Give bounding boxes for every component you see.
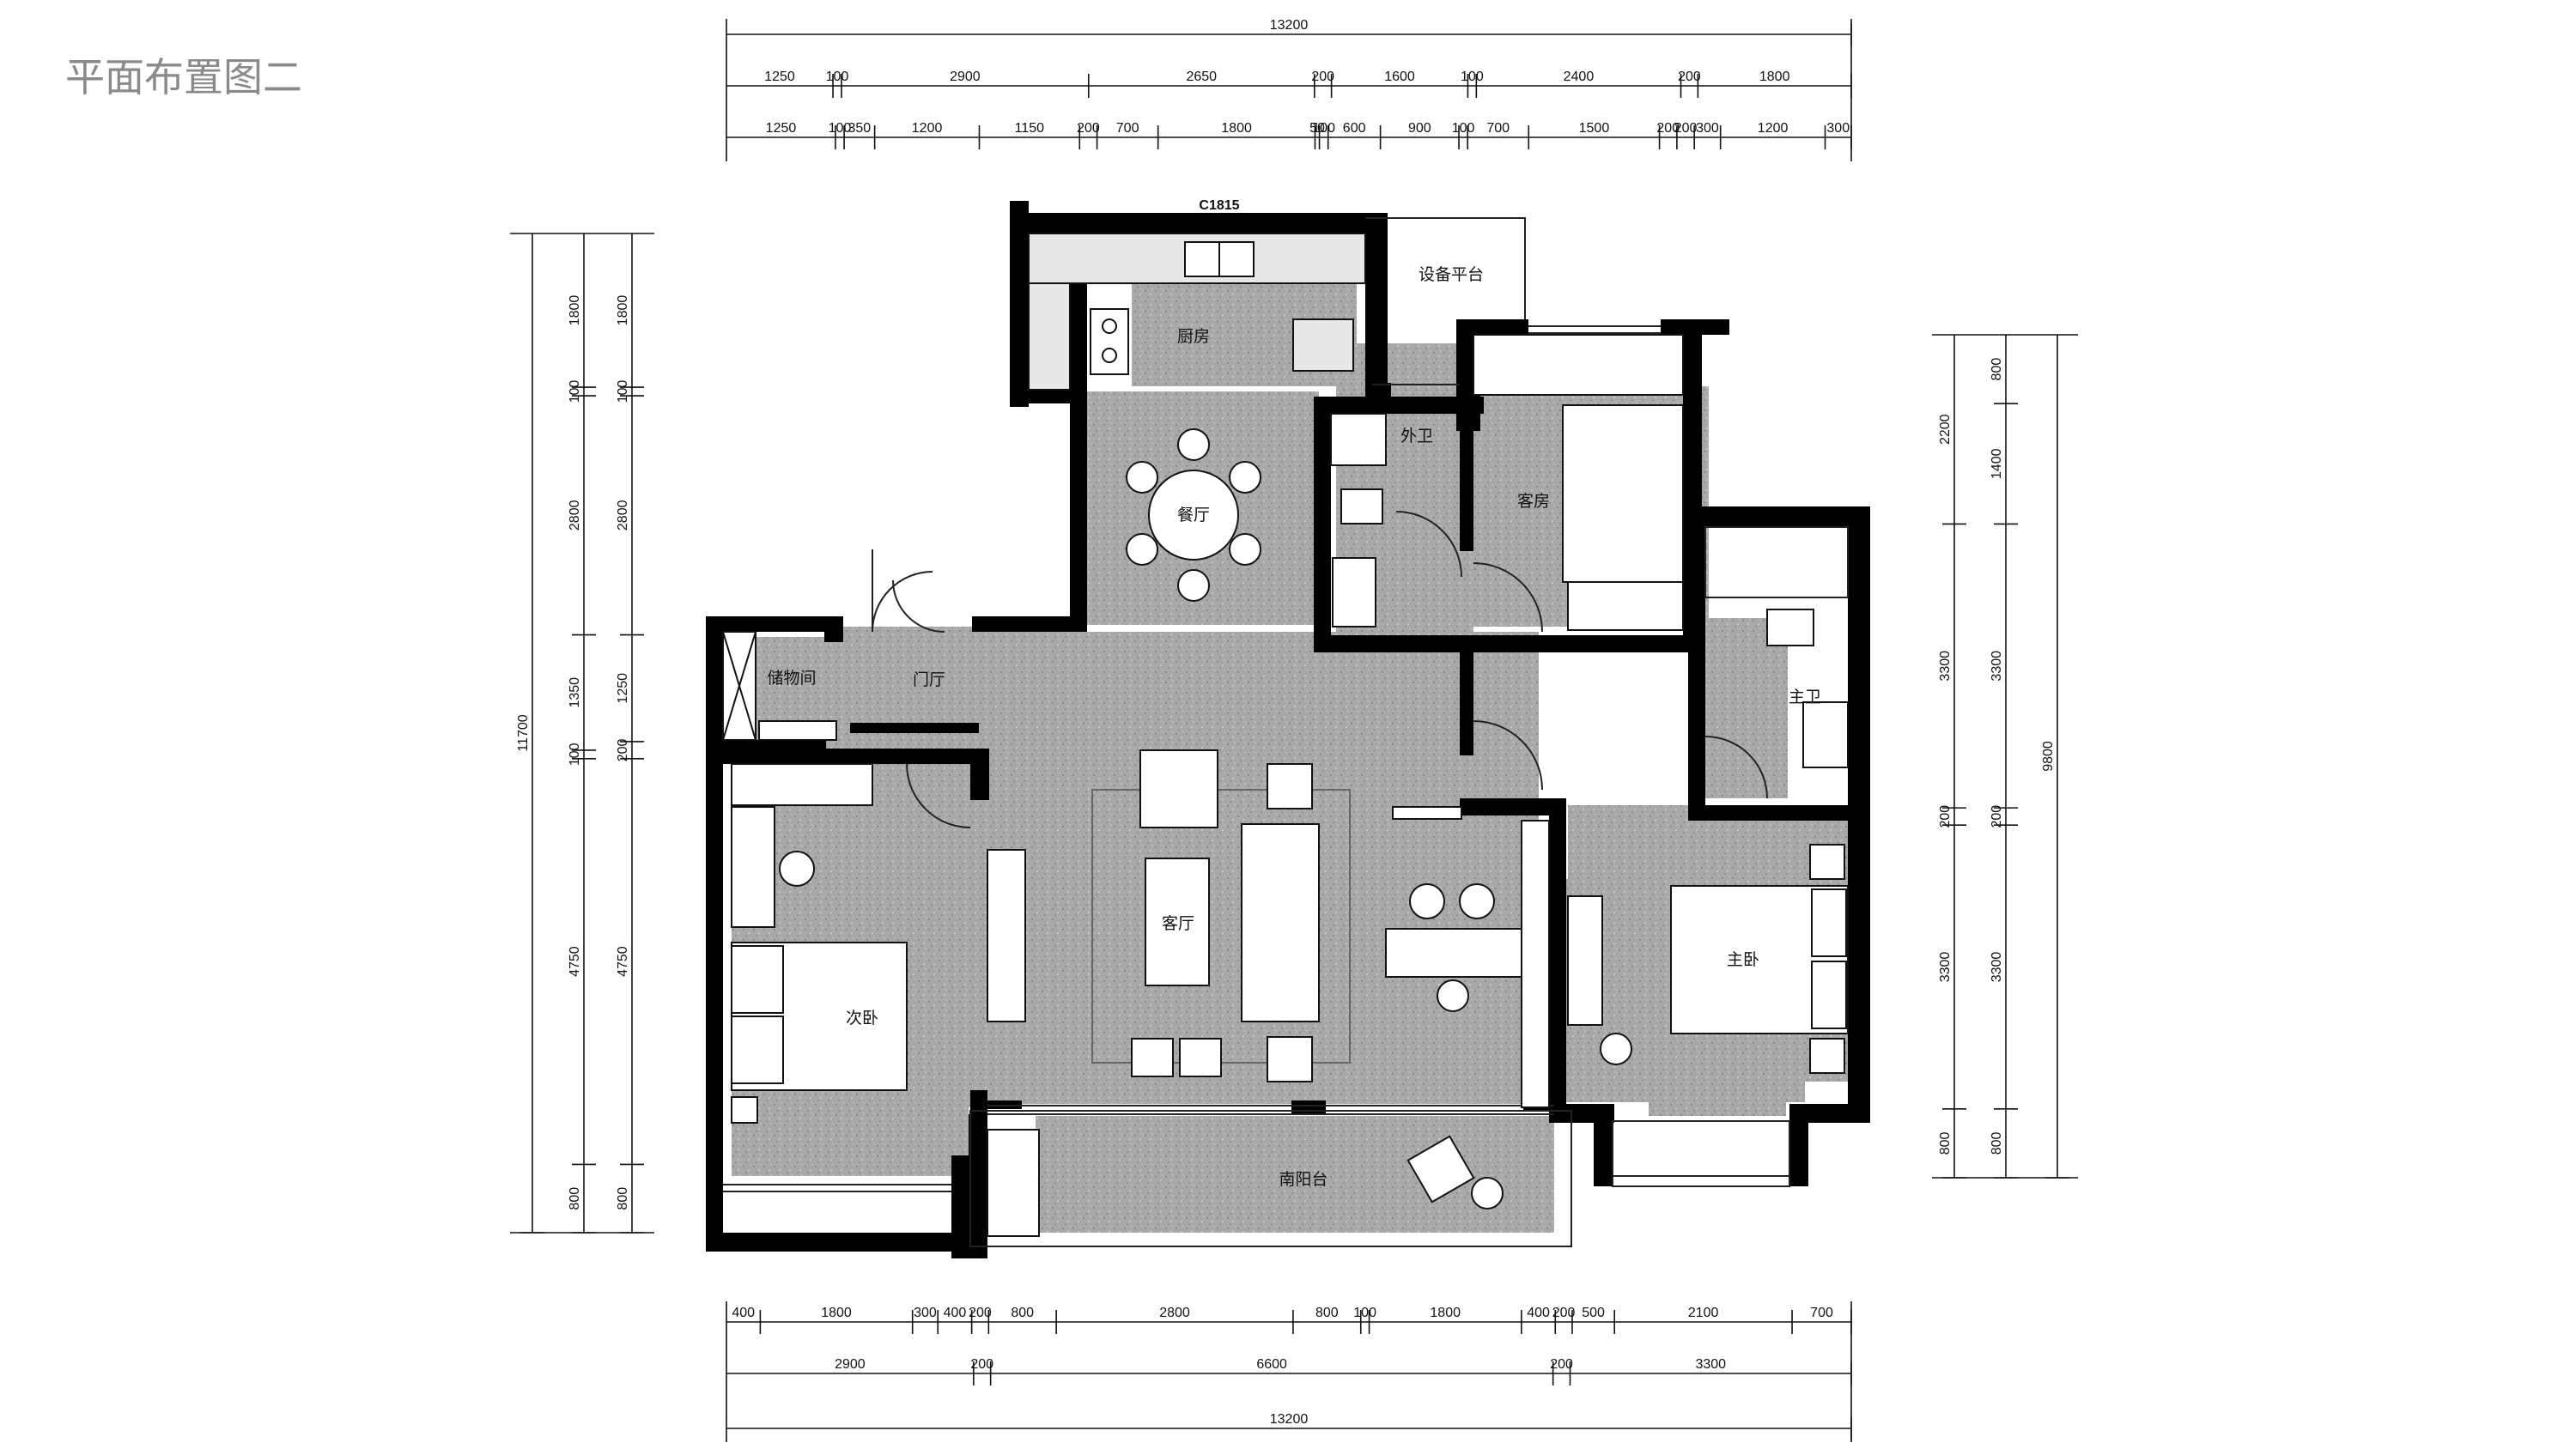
room-label-storage: 储物间 [767,669,816,688]
left-total-dim-label: 11700 [516,714,531,751]
top-dim-row2-label: 600 [1343,121,1366,136]
bottom-dim-row1-label: 1800 [1430,1306,1461,1320]
right-dim-col2-label: 3300 [1990,952,2004,983]
top-dim-row2-label: 700 [1486,121,1510,136]
right-total-dim-label: 9800 [2041,741,2056,772]
bottom-dim-row2-label: 3300 [1695,1357,1726,1372]
left-dim-col1-label: 1350 [568,677,582,708]
page-title: 平面布置图二 [65,54,302,100]
left-dim-col1-label: 800 [568,1187,582,1210]
top-dim-row1-label: 2900 [950,70,981,84]
top-dim-row2-label: 1200 [1758,121,1789,136]
top-dim-row1-label: 200 [1311,70,1334,84]
bottom-dim-row2-label: 200 [1550,1357,1573,1372]
bottom-total-dim-label: 13200 [1270,1412,1309,1427]
top-dim-row2-label: 350 [848,121,872,136]
top-dim-row2-label: 100 [1452,121,1475,136]
top-dim-row1-label: 1250 [764,70,795,84]
bottom-dim-row1-label: 800 [1011,1306,1034,1320]
room-label-master-bed: 主卧 [1727,950,1759,969]
top-dim-row2-label: 700 [1116,121,1139,136]
room-label-guest-bath: 外卫 [1400,427,1433,446]
top-dim-row2-label: 300 [1696,121,1719,136]
left-dim-col2-label: 1250 [616,673,630,704]
room-label-guest-room: 客房 [1517,492,1550,511]
right-dim-col2-label: 200 [1990,805,2004,828]
right-dim-col1-label: 3300 [1938,952,1953,983]
dimension-labels: 13200 1250 100 2900 2650 200 1600 100 2400 200 180… [516,18,2069,1440]
left-dim-col2-label: 2800 [616,500,630,530]
left-dim-col2-label: 1800 [616,295,630,326]
right-dim-col2-label: 800 [1990,358,2004,381]
bottom-dim-row1-label: 400 [732,1306,755,1320]
top-dim-row2-label: 1200 [912,121,943,136]
bottom-dim-row1-label: 100 [1353,1306,1376,1320]
top-dim-row2-label: 1250 [766,121,797,136]
top-dim-row1-label: 100 [1461,70,1484,84]
top-dim-row2-label: 100 [1312,121,1335,136]
room-label-equipment: 设备平台 [1419,265,1484,284]
top-total-dim-label: 13200 [1270,18,1309,33]
bottom-dim-row1-label: 400 [1527,1306,1550,1320]
left-dim-col2-label: 200 [616,738,630,761]
right-dim-col1-label: 800 [1938,1131,1953,1155]
bottom-dim-row1-label: 2800 [1159,1306,1190,1320]
top-dim-row2-label: 200 [1674,121,1698,136]
top-dim-row1-label: 1800 [1759,70,1790,84]
window-tag: C1815 [1199,198,1239,213]
top-dim-row2-label: 50 [1309,121,1325,136]
top-dim-row1-label: 200 [1678,70,1701,84]
glazing-lines [723,217,1849,1247]
bottom-dim-row1-label: 800 [1315,1306,1339,1320]
top-dim-row2-label: 100 [829,121,852,136]
room-label-balcony: 南阳台 [1279,1170,1327,1189]
bottom-dim-row2-label: 2900 [835,1357,866,1372]
room-label-foyer: 门厅 [913,670,945,689]
top-dim-row2-label: 200 [1656,121,1680,136]
left-dim-col1-label: 4750 [568,946,582,977]
top-dim-row2-label: 1800 [1221,121,1252,136]
top-dim-row2-label: 1500 [1579,121,1610,136]
top-dim-row1-label: 2650 [1186,70,1217,84]
bottom-dim-row1-label: 700 [1810,1306,1833,1320]
top-dim-row1-label: 1600 [1384,70,1415,84]
left-dim-col2-label: 100 [616,380,630,403]
bottom-dim-row1-label: 500 [1582,1306,1605,1320]
right-dim-col1-label: 2200 [1938,414,1953,445]
bottom-dim-row2-label: 200 [970,1357,993,1372]
top-dim-row2-label: 900 [1408,121,1431,136]
bottom-dim-row1-label: 200 [1552,1306,1576,1320]
furniture [722,233,1849,1237]
bottom-dim-row1-label: 1800 [821,1306,852,1320]
door-swings [872,511,1768,828]
right-dim-col2-label: 800 [1990,1131,2004,1155]
right-dim-col1-label: 3300 [1938,651,1953,682]
bottom-dim-row1-label: 300 [914,1306,937,1320]
left-dim-col1-label: 1800 [568,295,582,326]
top-dim-row1-label: 100 [826,70,849,84]
room-labels: 厨房 设备平台 餐厅 外卫 客房 储物间 门厅 主卫 客厅 次卧 主卧 南阳台 … [767,198,1821,1189]
bottom-dim-row1-label: 2100 [1688,1306,1719,1320]
top-dim-row2-label: 1150 [1015,121,1045,136]
left-dim-col1-label: 100 [568,380,582,403]
left-dim-col2-label: 800 [616,1187,630,1210]
top-dim-row1-label: 2400 [1564,70,1595,84]
right-dim-col1-label: 200 [1938,805,1953,828]
top-dim-row2-label: 300 [1826,121,1850,136]
bottom-dim-row1-label: 200 [969,1306,992,1320]
room-label-living: 客厅 [1162,914,1194,933]
right-dim-col2-label: 1400 [1990,448,2004,479]
room-label-dining: 餐厅 [1177,506,1210,524]
bottom-dim-row2-label: 6600 [1256,1357,1287,1372]
right-dim-col2-label: 3300 [1990,651,2004,682]
bottom-dim-row1-label: 400 [944,1306,967,1320]
room-label-kitchen: 厨房 [1177,327,1210,346]
left-dim-col1-label: 100 [568,743,582,766]
room-label-master-bath: 主卫 [1789,688,1821,706]
room-label-second-bed: 次卧 [846,1009,878,1028]
left-dim-col2-label: 4750 [616,946,630,977]
top-dim-row2-label: 200 [1077,121,1100,136]
left-dim-col1-label: 2800 [568,500,582,530]
